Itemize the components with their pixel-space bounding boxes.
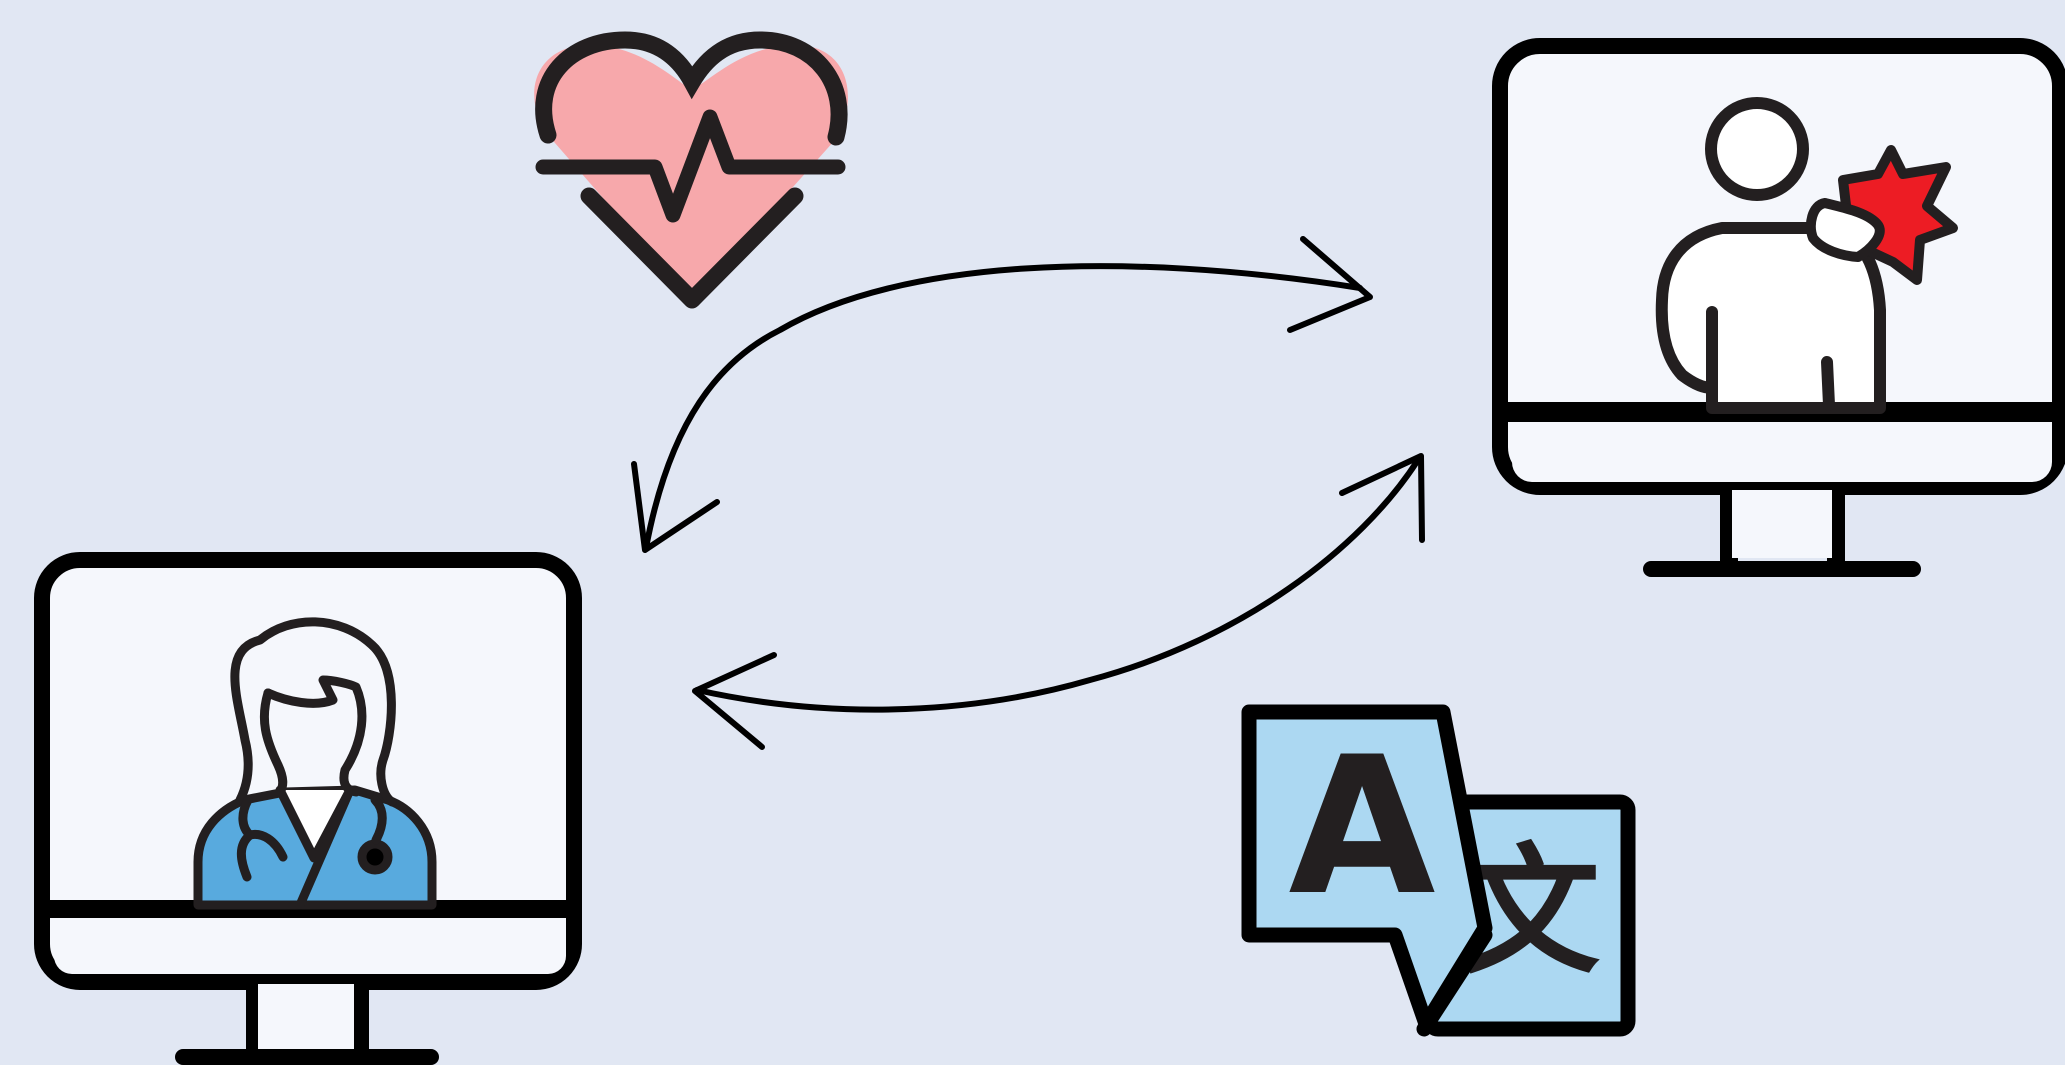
arrowhead-top-left	[631, 461, 720, 553]
arrowhead-bottom-left	[692, 652, 777, 750]
arrowhead-top-right	[1287, 236, 1373, 333]
translate-icon: 文 A	[1241, 704, 1636, 1037]
patient-monitor	[34, 552, 582, 1065]
patient-avatar	[193, 617, 437, 910]
arrow-bottom	[694, 457, 1421, 713]
arrowhead-bottom-right	[1339, 453, 1425, 543]
translate-letter: A	[1288, 716, 1435, 937]
arrow-top	[643, 263, 1363, 551]
doctor-monitor	[1492, 38, 2065, 577]
bidirectional-arrows-icon	[631, 236, 1425, 750]
doctor-avatar	[1655, 97, 1958, 414]
heart-pulse-icon	[534, 31, 848, 309]
